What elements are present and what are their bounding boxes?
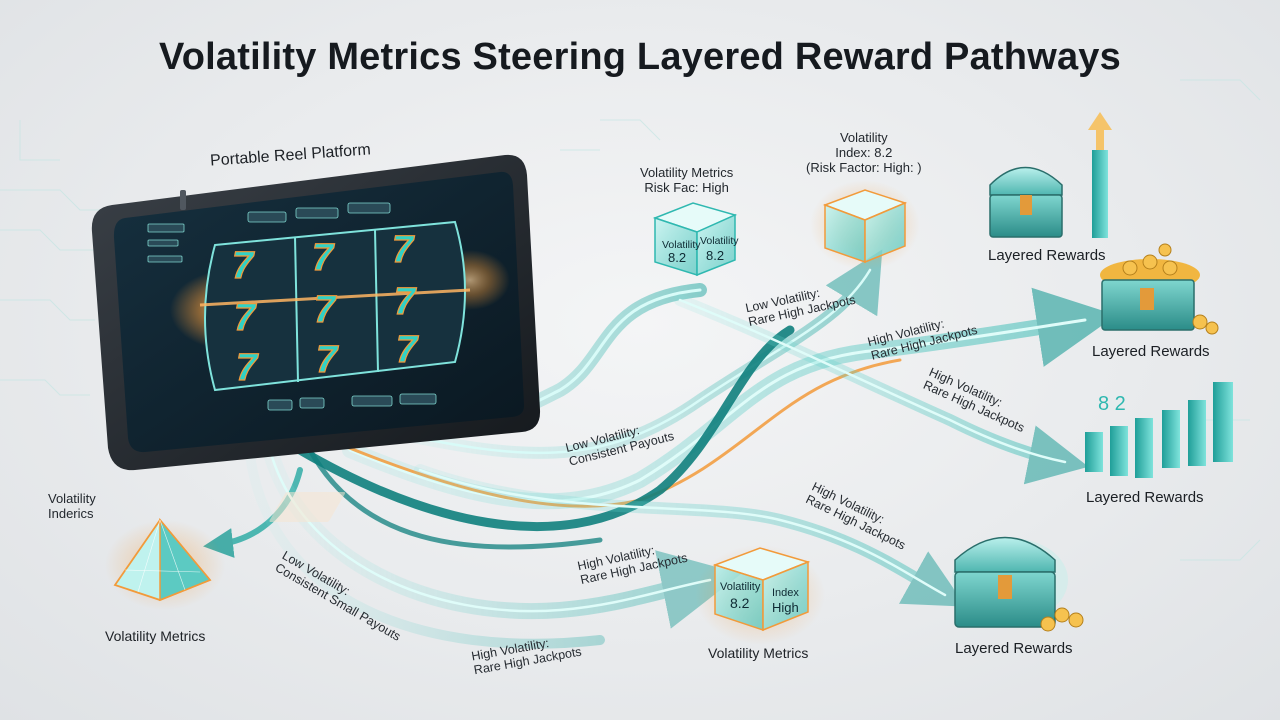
pyramid-label: Volatility Metrics bbox=[105, 628, 206, 644]
bottom-cube-left-line2: 8.2 bbox=[730, 595, 750, 611]
reward-1-chest bbox=[989, 112, 1112, 238]
bottom-metric-cube bbox=[695, 545, 825, 645]
top-cube-right-line1: Volatility bbox=[700, 235, 739, 247]
top-cube-subtitle: Risk Fac: High bbox=[644, 179, 729, 195]
top-cube-right-line2: 8.2 bbox=[706, 248, 724, 263]
reel-symbols: 7 7 7 7 7 7 7 7 7 bbox=[231, 228, 419, 389]
top-metric-cube bbox=[652, 202, 738, 277]
top-cube-title-block: Volatility Metrics Risk Fac: High bbox=[640, 165, 734, 196]
bottom-cube-right-line1: Index bbox=[772, 587, 799, 599]
index-metric-cube bbox=[810, 180, 920, 270]
reel-symbol: 7 bbox=[394, 281, 417, 323]
reel-symbol: 7 bbox=[236, 347, 259, 389]
reward-3-bar-chart bbox=[1085, 382, 1233, 478]
reward-2-label: Layered Rewards bbox=[1092, 343, 1210, 360]
circuit-background bbox=[0, 79, 1261, 561]
chart-badge: 8 2 bbox=[1098, 393, 1126, 415]
top-cube-left-line1: Volatility bbox=[662, 239, 701, 251]
reel-symbol: 7 bbox=[314, 289, 337, 331]
reel-symbol: 7 bbox=[234, 297, 257, 339]
index-cube-line1: Volatility bbox=[839, 130, 888, 145]
bottom-cube-left-line1: Volatility bbox=[720, 581, 761, 593]
reel-symbol: 7 bbox=[316, 339, 339, 381]
top-cube-face-texts: Volatility 8.2 Volatility 8.2 bbox=[662, 235, 739, 265]
page-title: Volatility Metrics Steering Layered Rewa… bbox=[159, 36, 1121, 78]
reel-symbol: 7 bbox=[396, 329, 419, 371]
top-cube-left-line2: 8.2 bbox=[668, 250, 686, 265]
reward-4-label: Layered Rewards bbox=[955, 640, 1073, 657]
top-cube-title: Volatility Metrics bbox=[640, 165, 734, 180]
bottom-cube-label: Volatility Metrics bbox=[708, 645, 809, 661]
reel-symbol: 7 bbox=[312, 237, 335, 279]
reward-1-label: Layered Rewards bbox=[988, 247, 1106, 264]
left-indices-line1: Volatility bbox=[48, 491, 96, 506]
reward-3-label: Layered Rewards bbox=[1086, 489, 1204, 506]
phone-device bbox=[91, 154, 541, 471]
index-cube-line3: (Risk Factor: High: ) bbox=[806, 159, 922, 175]
bottom-cube-face-texts: Volatility 8.2 Index High bbox=[720, 581, 799, 615]
index-cube-line2: Index: 8.2 bbox=[835, 144, 893, 160]
reel-symbol: 7 bbox=[232, 245, 255, 287]
index-cube-title-block: Volatility Index: 8.2 (Risk Factor: High… bbox=[806, 130, 922, 176]
left-indices-line2: Inderics bbox=[48, 505, 94, 521]
reel-symbol: 7 bbox=[392, 229, 415, 271]
volatility-pyramid bbox=[105, 517, 225, 610]
left-indices-block: Volatility Inderics bbox=[48, 491, 96, 522]
bottom-cube-right-line2: High bbox=[772, 600, 799, 615]
reward-4-chest bbox=[952, 536, 1084, 632]
reward-2-gold-chest bbox=[1100, 243, 1219, 335]
